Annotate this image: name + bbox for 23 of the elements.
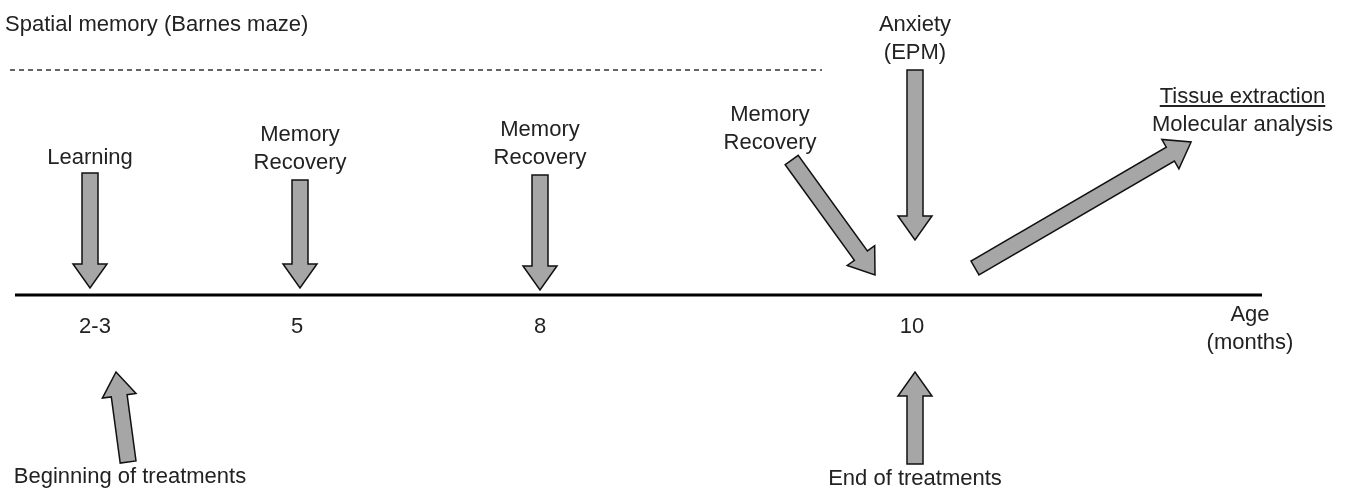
- timeline-label: 2-3: [78, 312, 112, 340]
- block-arrow: [281, 179, 319, 290]
- node-label: Molecular analysis: [1152, 110, 1333, 138]
- node-label: Beginning of treatments: [13, 462, 247, 490]
- node-label: Anxiety (EPM): [877, 10, 953, 66]
- block-arrow: [521, 174, 559, 292]
- block-arrow: [969, 138, 1193, 276]
- block-arrow: [896, 370, 934, 465]
- timeline-label: Age (months): [1205, 300, 1295, 356]
- block-arrow: [101, 370, 138, 464]
- block-arrow: [71, 172, 109, 290]
- block-arrow: [896, 69, 934, 242]
- node-heading: Tissue extraction: [1159, 82, 1326, 110]
- timeline-label: 5: [289, 312, 305, 340]
- node-label: Memory Recovery: [492, 115, 588, 171]
- timeline-label: 10: [898, 312, 926, 340]
- node-label: Learning: [47, 143, 133, 171]
- timeline-label: 8: [532, 312, 548, 340]
- block-arrow: [784, 154, 876, 277]
- timeline-label: Spatial memory (Barnes maze): [5, 10, 310, 38]
- node-label: Memory Recovery: [252, 120, 348, 176]
- node-label: End of treatments: [828, 464, 1002, 492]
- node-label: Memory Recovery: [722, 100, 818, 156]
